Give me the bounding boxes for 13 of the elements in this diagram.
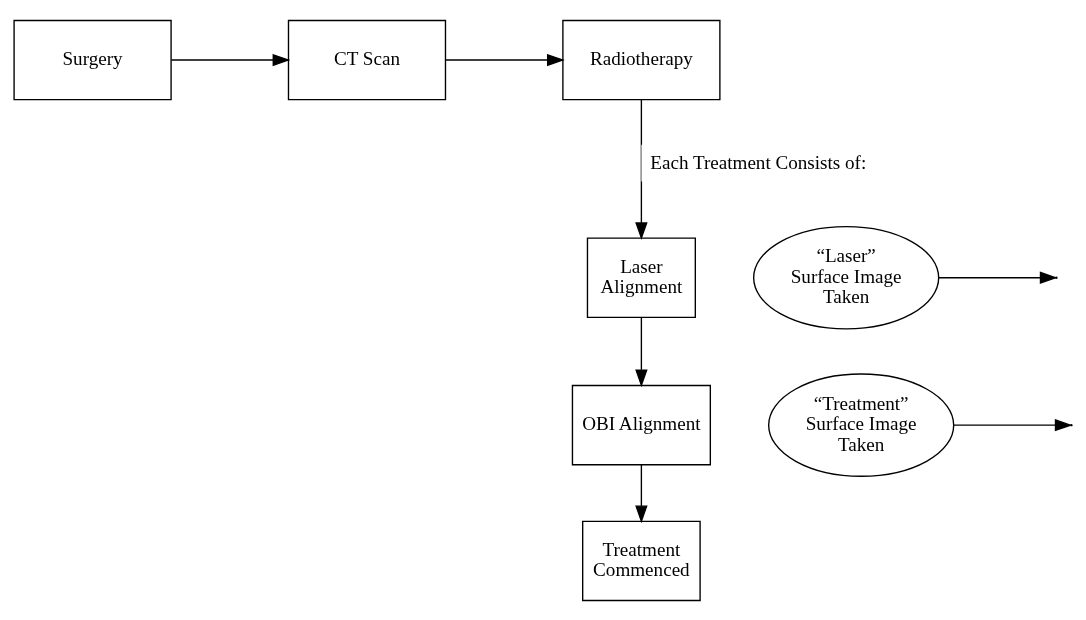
node-box: OBI Alignment xyxy=(571,384,711,465)
arrow xyxy=(635,316,648,387)
edge-label: Each Treatment Consists of: xyxy=(650,151,867,173)
node-box: Laser Alignment xyxy=(586,237,696,318)
node-box: Treatment Commenced xyxy=(582,520,701,601)
node-box: Surgery xyxy=(13,19,172,100)
arrow xyxy=(635,463,648,523)
arrow xyxy=(170,53,291,66)
node-box: Radiotherapy xyxy=(562,19,721,100)
node-ellipse: “Laser” Surface Image Taken xyxy=(752,225,940,330)
arrow xyxy=(445,53,565,66)
node-box: CT Scan xyxy=(287,19,447,100)
node-ellipse: “Treatment” Surface Image Taken xyxy=(768,372,955,477)
